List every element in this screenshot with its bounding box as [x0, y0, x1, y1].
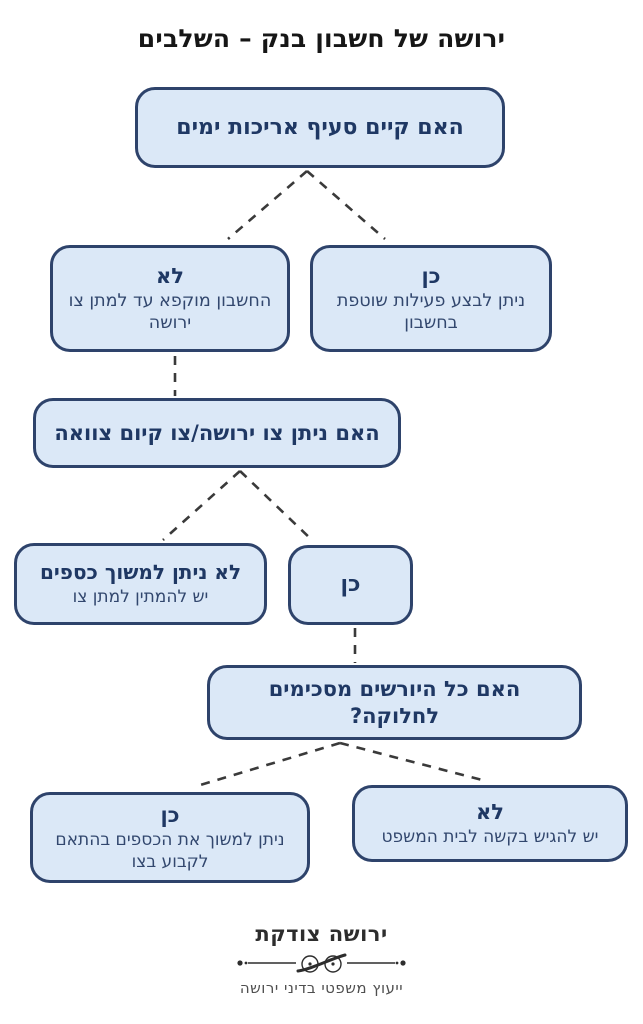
node-title: כן — [340, 572, 361, 598]
node-question-inheritance-order: האם ניתן צו ירושה/צו קיום צוואה — [33, 398, 401, 468]
node-title: האם ניתן צו ירושה/צו קיום צוואה — [54, 420, 380, 445]
node-question-heirs-agree: האם כל היורשים מסכימים לחלוקה? — [207, 665, 582, 740]
node-answer-yes-withdraw-per-order: כן ניתן למשוך את הכספים בהתאם לקבוע בצו — [30, 792, 310, 883]
node-answer-yes: כן — [288, 545, 413, 625]
connector-q1-to-yes — [306, 170, 386, 240]
page-title: ירושה של חשבון בנק – השלבים — [137, 24, 506, 53]
node-subtitle: החשבון מוקפא עד למתן צו ירושה — [68, 290, 272, 333]
node-subtitle: ניתן לבצע פעילות שוטפת בחשבון — [336, 290, 526, 333]
node-title: לא ניתן למשוך כספים — [39, 559, 242, 584]
node-title: כן — [160, 803, 180, 828]
node-question-longevity-clause: האם קיים סעיף אריכות ימים — [135, 87, 505, 168]
connector-q2-to-no — [162, 470, 241, 541]
node-title: האם כל היורשים מסכימים לחלוקה? — [268, 677, 521, 728]
connector-q3-to-no — [339, 741, 487, 783]
node-subtitle: ניתן למשוך את הכספים בהתאם לקבוע בצו — [55, 830, 285, 872]
footer-logo: ירושה צודקת ייעוץ משפטי בדיני ירושה — [0, 922, 643, 997]
node-title: לא — [476, 799, 504, 824]
node-subtitle: יש להמתין למתן צו — [72, 586, 209, 607]
connector-q3-to-yes — [196, 741, 341, 788]
node-answer-no-account-frozen: לא החשבון מוקפא עד למתן צו ירושה — [50, 245, 290, 352]
connector-q1-to-no — [227, 170, 308, 240]
node-answer-yes-ongoing-activity: כן ניתן לבצע פעילות שוטפת בחשבון — [310, 245, 552, 352]
node-answer-no-cannot-withdraw: לא ניתן למשוך כספים יש להמתין למתן צו — [14, 543, 267, 625]
connector-q2-to-yes — [239, 470, 314, 542]
flourish-divider-icon — [237, 953, 406, 973]
node-answer-no-apply-to-court: לא יש להגיש בקשה לבית המשפט — [352, 785, 628, 862]
brand-tagline: ייעוץ משפטי בדיני ירושה — [239, 979, 404, 997]
node-title: האם קיים סעיף אריכות ימים — [176, 114, 464, 140]
node-title: לא — [156, 263, 184, 288]
node-title: כן — [421, 263, 441, 288]
node-subtitle: יש להגיש בקשה לבית המשפט — [381, 827, 599, 847]
brand-name: ירושה צודקת — [255, 922, 388, 946]
